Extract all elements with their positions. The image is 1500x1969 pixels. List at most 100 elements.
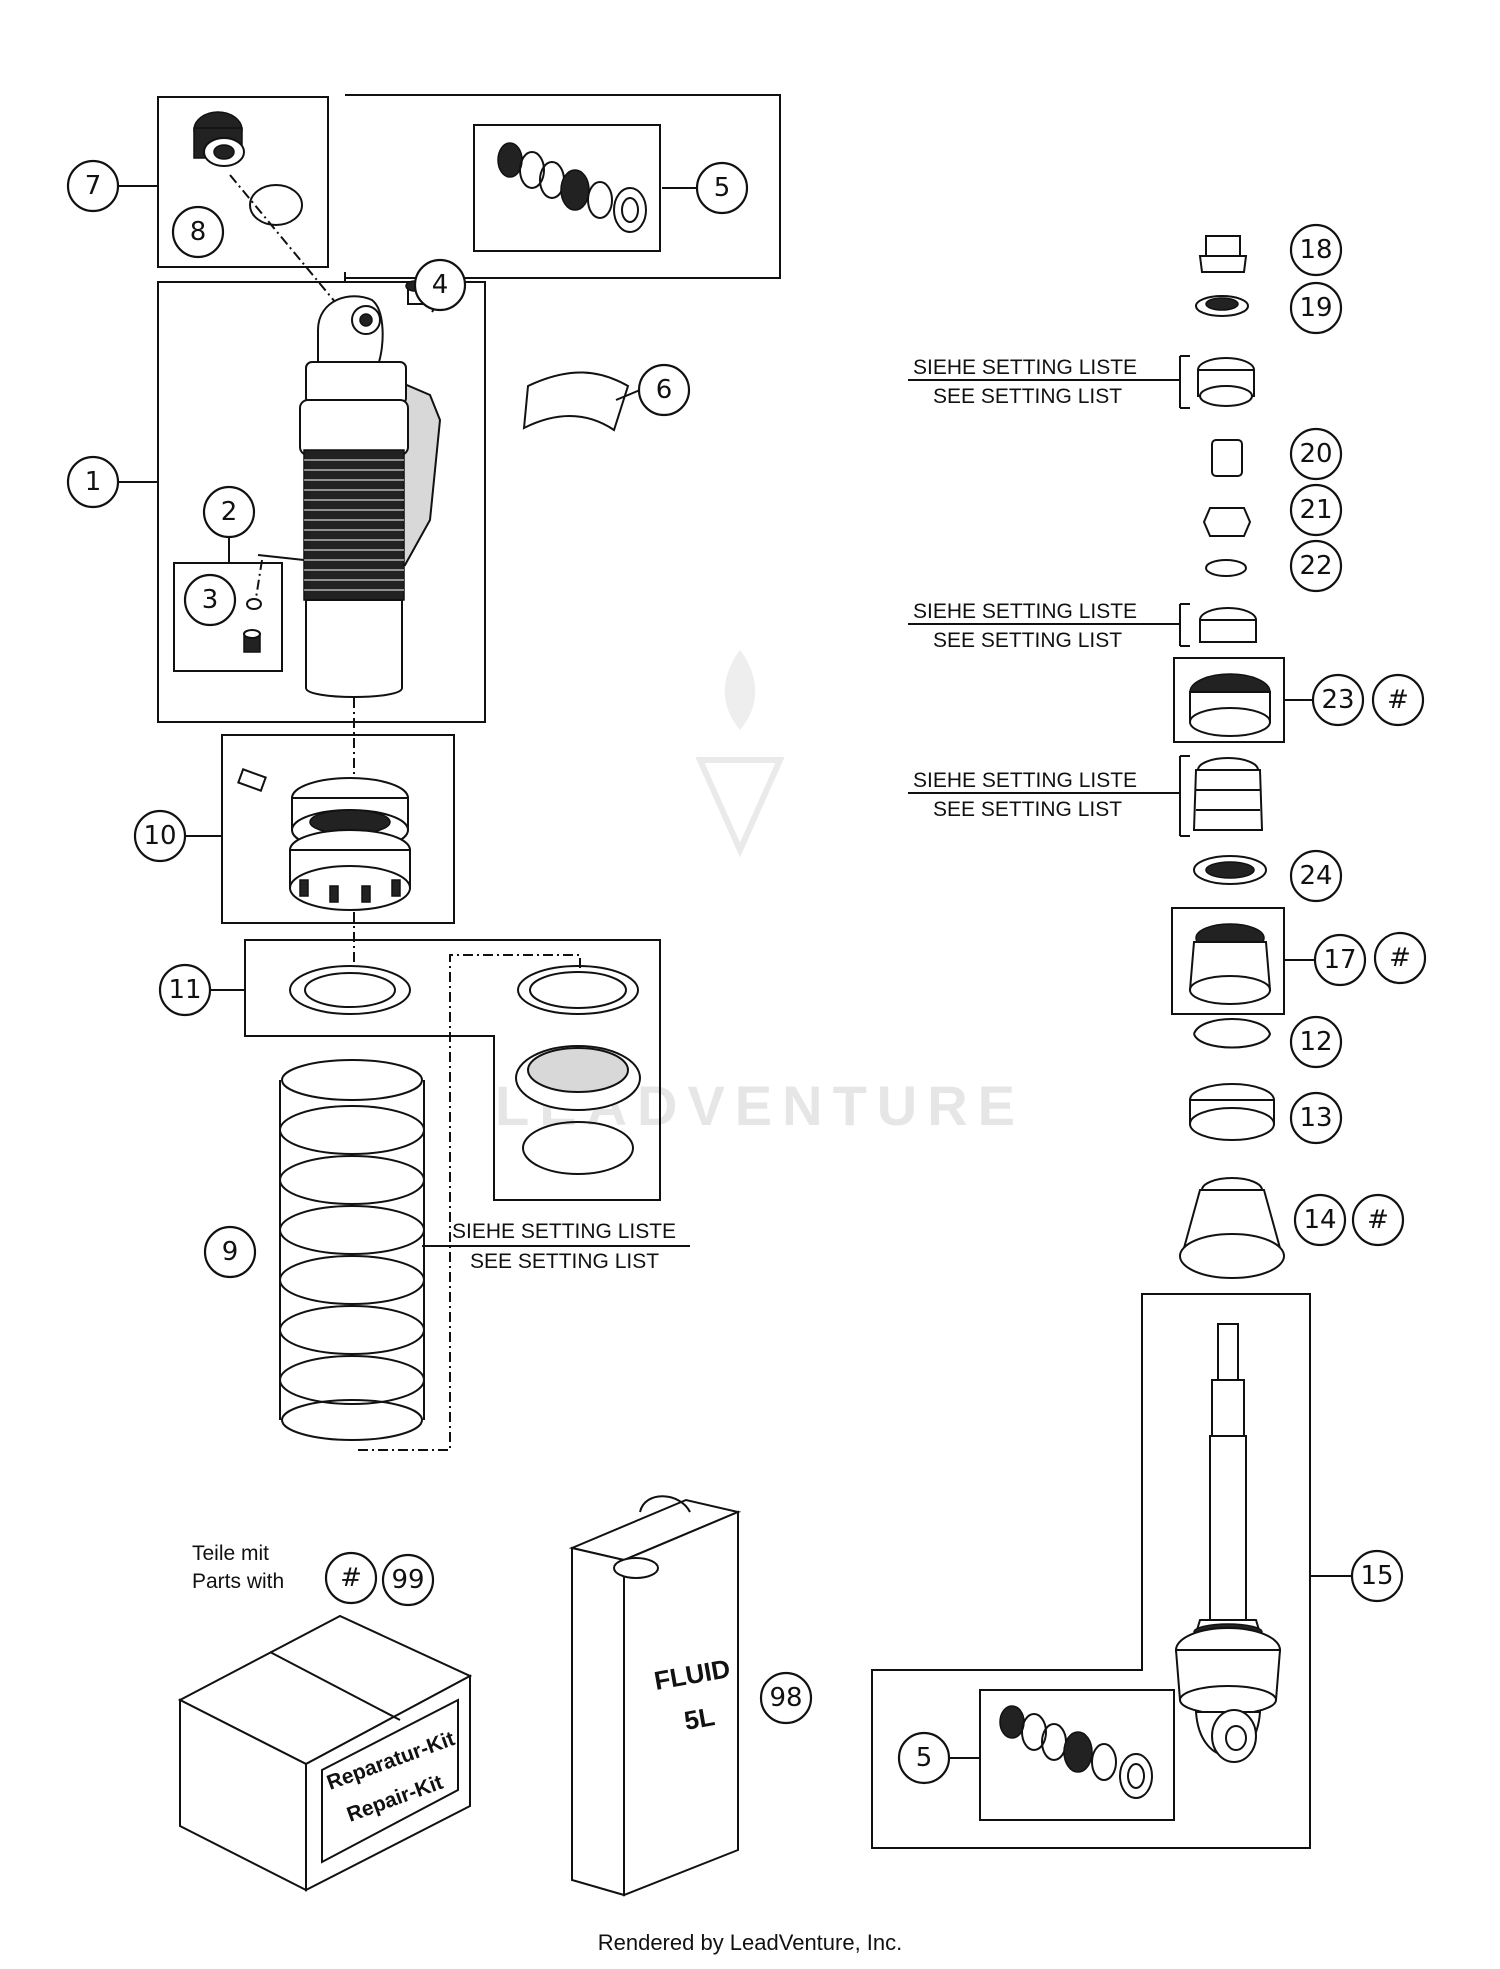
- svg-text:2: 2: [221, 497, 238, 527]
- callout-hash-99: #: [324, 1551, 378, 1605]
- setting-brackets: [1179, 355, 1190, 837]
- svg-text:7: 7: [85, 171, 102, 201]
- box-rod-15: [871, 1293, 1311, 1849]
- svg-text:6: 6: [656, 375, 673, 405]
- svg-text:19: 19: [1299, 293, 1332, 323]
- callout-hash-23: #: [1371, 673, 1425, 727]
- svg-text:23: 23: [1321, 685, 1354, 715]
- svg-text:#: #: [1367, 1205, 1389, 1235]
- svg-text:99: 99: [391, 1565, 424, 1595]
- valve-part: [243, 559, 263, 653]
- legend-parts-with: Teile mit Parts with: [192, 1542, 284, 1593]
- box-seal-kit-lower: [979, 1689, 1175, 1821]
- svg-text:17: 17: [1323, 945, 1356, 975]
- box-seal-kit-upper: [473, 124, 661, 252]
- callout-22: 22: [1289, 539, 1343, 593]
- svg-text:#: #: [1387, 685, 1409, 715]
- damper-stack: [1179, 235, 1285, 1279]
- callout-24: 24: [1289, 849, 1343, 903]
- setting-note-de: SIEHE SETTING LISTE: [913, 769, 1137, 792]
- leader-dash-bearing: [229, 174, 351, 321]
- box-adjuster: [221, 734, 455, 924]
- svg-text:98: 98: [769, 1683, 802, 1713]
- callout-7: 7: [66, 159, 120, 213]
- leader-lines: [118, 185, 1352, 1759]
- svg-text:8: 8: [190, 217, 207, 247]
- setting-note-right-1: SIEHE SETTING LISTE SEE SETTING LIST: [908, 356, 1180, 408]
- callout-23: 23: [1311, 673, 1365, 727]
- seal-kit-upper-parts: [497, 142, 647, 233]
- svg-text:14: 14: [1303, 1205, 1336, 1235]
- callout-1: 1: [66, 455, 120, 509]
- svg-text:9: 9: [222, 1237, 239, 1267]
- setting-note-en: SEE SETTING LIST: [470, 1250, 659, 1273]
- spacer-rings: [289, 965, 641, 1175]
- setting-note-en: SEE SETTING LIST: [933, 629, 1122, 652]
- svg-text:4: 4: [432, 270, 449, 300]
- callout-10: 10: [133, 809, 187, 863]
- setting-note-de: SIEHE SETTING LISTE: [452, 1220, 676, 1243]
- callout-hash-17: #: [1373, 931, 1427, 985]
- callout-14: 14: [1293, 1193, 1347, 1247]
- repair-kit-part: Reparatur-Kit Repair-Kit: [177, 1614, 473, 1892]
- setting-note-right-3: SIEHE SETTING LISTE SEE SETTING LIST: [908, 769, 1180, 821]
- bearing-part: [193, 111, 245, 167]
- callout-8: 8: [171, 205, 225, 259]
- shock-body-part: [299, 280, 442, 698]
- frame-top-right: [344, 94, 781, 279]
- leader-dash-setting: [354, 954, 581, 1451]
- box-bearing: [157, 96, 329, 268]
- box-spacers: [244, 939, 661, 1201]
- svg-text:10: 10: [143, 821, 176, 851]
- protector-part: [522, 371, 630, 432]
- callout-6: 6: [637, 363, 691, 417]
- callout-17: 17: [1313, 933, 1367, 987]
- svg-text:11: 11: [168, 975, 201, 1005]
- setting-note-de: SIEHE SETTING LISTE: [913, 356, 1137, 379]
- svg-text:18: 18: [1299, 235, 1332, 265]
- callout-2: 2: [202, 485, 256, 539]
- svg-text:1: 1: [85, 467, 102, 497]
- setting-note-right-2: SIEHE SETTING LISTE SEE SETTING LIST: [908, 600, 1180, 652]
- piston-rod-part: [1174, 1323, 1282, 1763]
- svg-text:13: 13: [1299, 1103, 1332, 1133]
- svg-text:20: 20: [1299, 439, 1332, 469]
- callout-9: 9: [203, 1225, 257, 1279]
- callout-hash-14: #: [1351, 1193, 1405, 1247]
- fluid-can-part: FLUID 5L: [568, 1495, 742, 1897]
- callout-5-lower: 5: [897, 1731, 951, 1785]
- svg-text:12: 12: [1299, 1027, 1332, 1057]
- svg-text:22: 22: [1299, 551, 1332, 581]
- svg-text:15: 15: [1360, 1561, 1393, 1591]
- svg-text:21: 21: [1299, 495, 1332, 525]
- callout-19: 19: [1289, 281, 1343, 335]
- setting-note-en: SEE SETTING LIST: [933, 385, 1122, 408]
- callout-3: 3: [183, 573, 237, 627]
- svg-text:#: #: [340, 1563, 362, 1593]
- callout-99: 99: [381, 1553, 435, 1607]
- setting-note-spring: SIEHE SETTING LISTE SEE SETTING LIST: [422, 1220, 690, 1273]
- leader-valve: [257, 554, 305, 561]
- callout-21: 21: [1289, 483, 1343, 537]
- o-ring-part: [249, 184, 303, 226]
- svg-text:5: 5: [916, 1743, 933, 1773]
- callout-13: 13: [1289, 1091, 1343, 1145]
- adjuster-part: [237, 768, 411, 911]
- svg-text:24: 24: [1299, 861, 1332, 891]
- callout-11: 11: [158, 963, 212, 1017]
- legend-line-en: Parts with: [192, 1570, 284, 1593]
- callout-20: 20: [1289, 427, 1343, 481]
- fluid-volume-label: 5L: [682, 1701, 717, 1736]
- footer-credit: Rendered by LeadVenture, Inc.: [598, 1930, 903, 1955]
- setting-note-en: SEE SETTING LIST: [933, 798, 1122, 821]
- callout-5-upper: 5: [695, 161, 749, 215]
- svg-text:3: 3: [202, 585, 219, 615]
- spring-part: [279, 1059, 425, 1441]
- callout-98: 98: [759, 1671, 813, 1725]
- callout-15: 15: [1350, 1549, 1404, 1603]
- setting-note-de: SIEHE SETTING LISTE: [913, 600, 1137, 623]
- svg-text:#: #: [1389, 943, 1411, 973]
- legend-line-de: Teile mit: [192, 1542, 269, 1565]
- seal-kit-lower-parts: [999, 1705, 1153, 1799]
